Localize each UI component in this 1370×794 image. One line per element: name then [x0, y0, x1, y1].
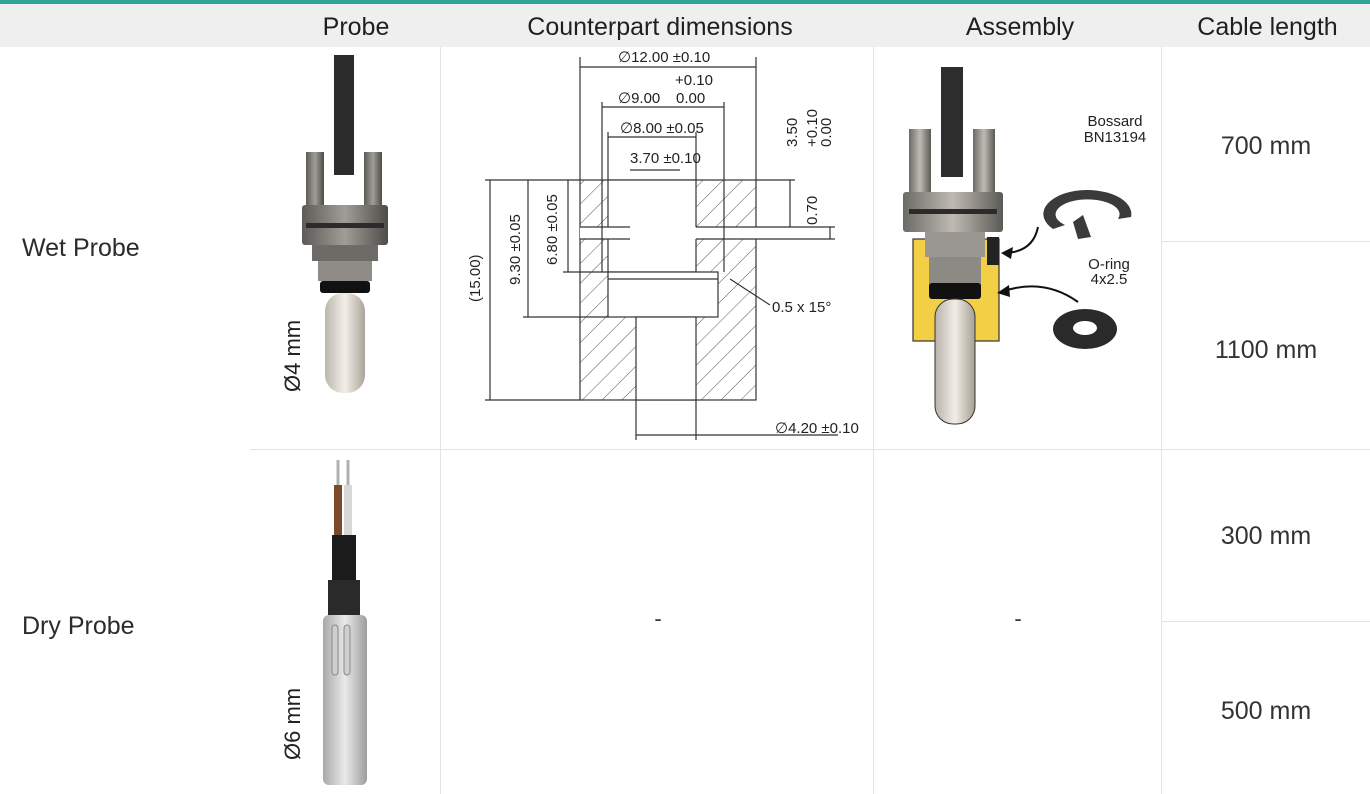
- cell-divider: [1161, 241, 1370, 242]
- cable-length-500: 500 mm: [1220, 697, 1312, 725]
- header-assembly: Assembly: [965, 13, 1075, 41]
- grid-line: [440, 47, 441, 794]
- row-label-wet-probe: Wet Probe: [22, 234, 140, 262]
- wet-probe-illustration: [302, 55, 388, 393]
- dim-h-tol-zero: 0.00: [818, 118, 835, 147]
- row-label-dry-probe: Dry Probe: [22, 612, 135, 640]
- header-counterpart-dimensions: Counterpart dimensions: [527, 13, 793, 41]
- assembly-illustration: Bossard BN13194 O-ring 4x2.5: [903, 67, 1147, 425]
- dim-d9: ∅9.00: [618, 90, 660, 107]
- cable-length-700: 700 mm: [1220, 132, 1312, 160]
- assembly-clip-brand: Bossard: [1087, 113, 1142, 130]
- dim-d420: ∅4.20 ±0.10: [775, 420, 859, 437]
- dim-h1500: (15.00): [467, 254, 484, 302]
- dim-h070: 0.70: [804, 196, 821, 225]
- dim-w370: 3.70 ±0.10: [630, 150, 701, 167]
- cable-length-300: 300 mm: [1220, 522, 1312, 550]
- dim-chamfer: 0.5 x 15°: [772, 299, 831, 316]
- counterpart-drawing: ∅12.00 ±0.10 +0.10 ∅9.00 0.00 ∅8.00 ±0.0…: [467, 49, 859, 440]
- dry-probe-illustration: [323, 460, 367, 785]
- dim-d12: ∅12.00 ±0.10: [618, 49, 710, 66]
- header-probe: Probe: [322, 13, 390, 41]
- dim-tol-plus: +0.10: [675, 72, 713, 89]
- assembly-oring-label: O-ring: [1088, 256, 1130, 273]
- dry-counterpart-dash: -: [654, 606, 662, 631]
- dim-tol-zero: 0.00: [676, 90, 705, 107]
- dry-assembly-dash: -: [1014, 606, 1022, 631]
- header-cable-length: Cable length: [1197, 13, 1338, 41]
- cable-length-1100: 1100 mm: [1214, 336, 1318, 364]
- cell-divider: [1161, 621, 1370, 622]
- row-divider: [250, 449, 1370, 450]
- table-header: [0, 4, 1370, 47]
- dim-h350: 3.50: [784, 118, 801, 147]
- dim-h930: 9.30 ±0.05: [507, 214, 524, 285]
- assembly-clip-part: BN13194: [1084, 129, 1147, 146]
- accent-top-bar: [0, 0, 1370, 4]
- dim-h680: 6.80 ±0.05: [544, 194, 561, 265]
- assembly-oring-size: 4x2.5: [1091, 271, 1128, 288]
- grid-line: [1161, 47, 1162, 794]
- dim-h-tol-plus: +0.10: [804, 109, 821, 147]
- dim-d8: ∅8.00 ±0.05: [620, 120, 704, 137]
- grid-line: [873, 47, 874, 794]
